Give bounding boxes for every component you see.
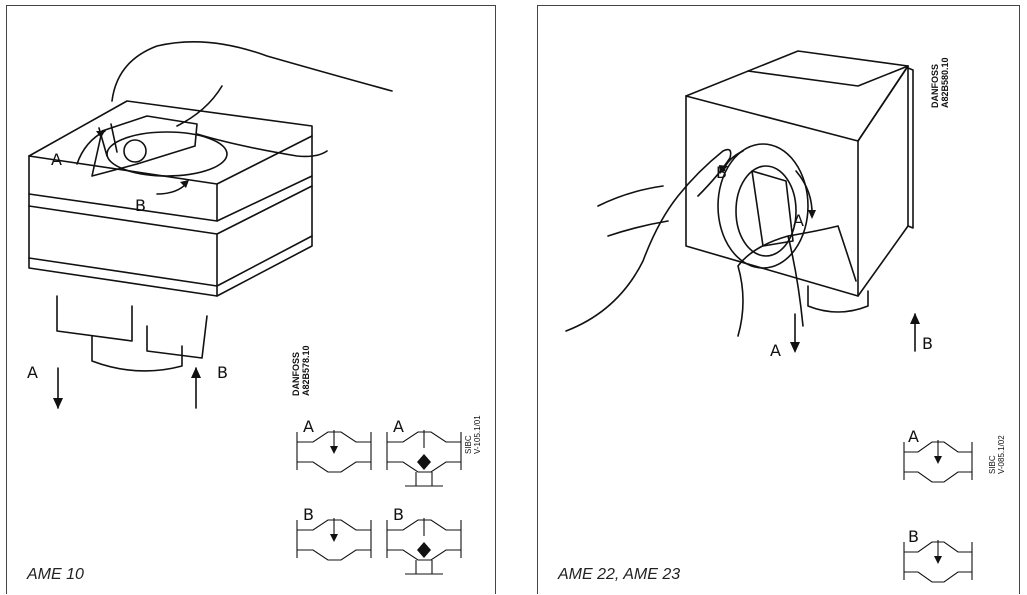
svg-text:V-105.1/01: V-105.1/01 xyxy=(473,415,482,454)
caption-ame-22-23: AME 22, AME 23 xyxy=(558,566,681,583)
rotation-label-b: B xyxy=(716,163,727,182)
svg-text:B: B xyxy=(908,527,919,546)
svg-text:A82B580.10: A82B580.10 xyxy=(940,57,950,108)
valve-symbol-a-2way: A xyxy=(903,427,973,483)
manual-override-knob xyxy=(717,143,809,269)
rotation-arrow-b xyxy=(156,182,188,195)
actuator-top xyxy=(685,50,909,142)
valve-symbol-b-3way: B xyxy=(386,505,462,575)
valve-symbol-b-2way: B xyxy=(296,505,372,561)
actuator-lower-block xyxy=(56,295,133,342)
svg-text:A: A xyxy=(393,417,404,436)
direction-label-a: A xyxy=(27,363,38,382)
ame-22-23-illustration: B A A B DANFOSS A82B580.10 SIBC V-085.1/… xyxy=(565,50,1006,583)
panel-ame-22-23: B A A B DANFOSS A82B580.10 SIBC V-085.1/… xyxy=(537,5,1020,594)
svg-text:SIBC: SIBC xyxy=(464,435,473,454)
svg-text:DANFOSS: DANFOSS xyxy=(291,352,301,396)
svg-text:A82B578.10: A82B578.10 xyxy=(301,345,311,396)
actuator-body xyxy=(28,175,313,297)
svg-text:A: A xyxy=(908,427,919,446)
rotation-label-a: A xyxy=(51,150,62,169)
sibc-code: SIBC V-085.1/02 xyxy=(988,435,1006,474)
valve-symbol-b-2way: B xyxy=(903,527,973,583)
svg-text:V-085.1/02: V-085.1/02 xyxy=(997,435,1006,474)
drawing-code: DANFOSS A82B578.10 xyxy=(291,345,311,396)
valve-symbol-a-2way: A xyxy=(296,417,372,473)
direction-label-b: B xyxy=(922,334,933,353)
hand-sketch xyxy=(111,40,393,158)
left-hand-sketch xyxy=(565,148,732,332)
drawing-code: DANFOSS A82B580.10 xyxy=(930,57,950,108)
caption-ame-10: AME 10 xyxy=(27,566,84,583)
svg-text:DANFOSS: DANFOSS xyxy=(930,64,940,108)
ame-10-illustration: A B A B DANFOSS A82B578.10 SIBC V-105.1/… xyxy=(27,40,482,575)
rotation-label-a: A xyxy=(793,211,804,230)
actuator-side xyxy=(857,65,909,297)
valve-neck xyxy=(91,335,183,372)
valve-neck xyxy=(807,285,869,313)
actuator-front-face xyxy=(685,95,859,297)
direction-label-b: B xyxy=(217,363,228,382)
svg-text:A: A xyxy=(303,417,314,436)
direction-label-a: A xyxy=(770,341,781,360)
panel-ame-10: A B A B DANFOSS A82B578.10 SIBC V-105.1/… xyxy=(6,5,496,594)
svg-text:B: B xyxy=(393,505,404,524)
sibc-code: SIBC V-105.1/01 xyxy=(464,415,482,454)
right-hand-sketch xyxy=(737,225,857,337)
svg-text:B: B xyxy=(303,505,314,524)
valve-symbol-a-3way: A xyxy=(386,417,462,487)
rotation-label-b: B xyxy=(135,196,146,215)
svg-text:SIBC: SIBC xyxy=(988,455,997,474)
